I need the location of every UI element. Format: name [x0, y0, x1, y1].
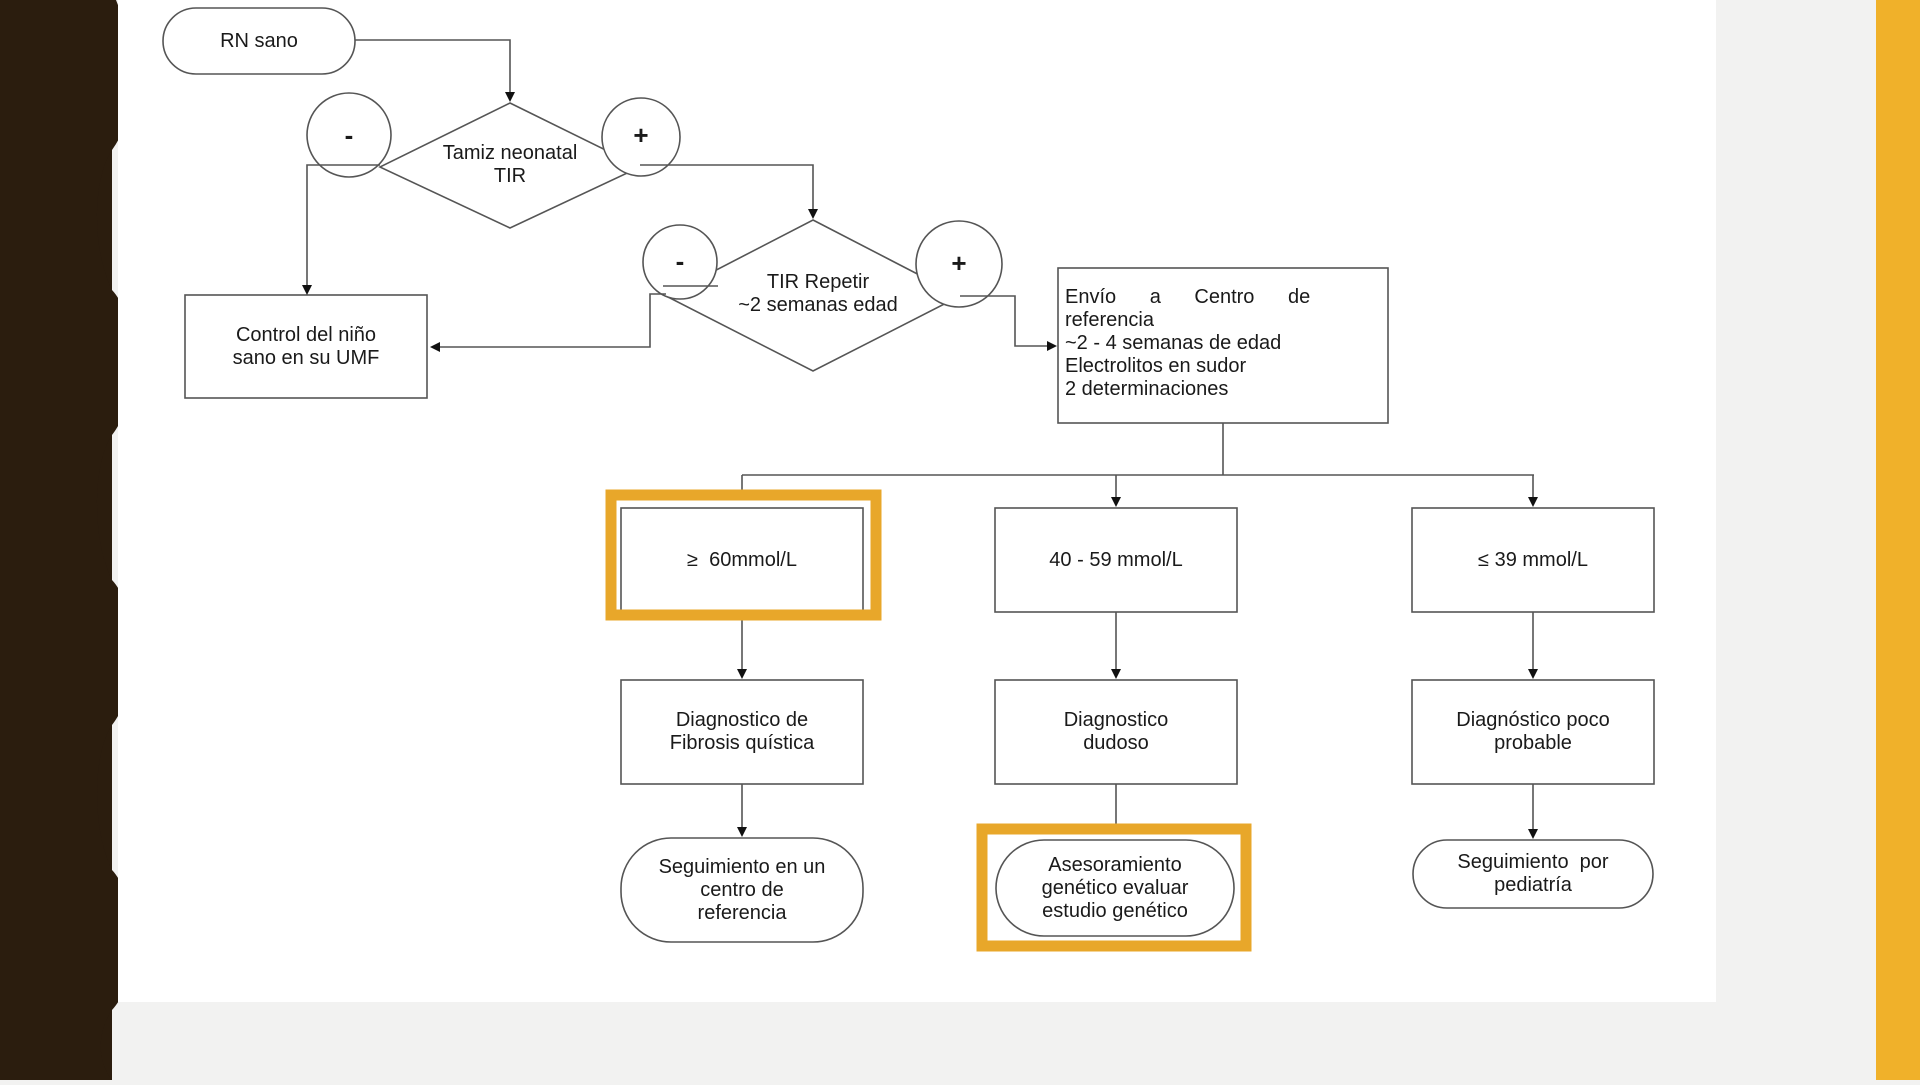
outcome-2: Asesoramiento genético evaluar estudio g…: [996, 840, 1234, 936]
control-box-line2: sano en su UMF: [232, 346, 380, 369]
diagnosis-box-2: Diagnostico dudoso: [995, 680, 1237, 784]
outcome-1-line2: centro de: [700, 878, 784, 901]
result-2-value: 40 - 59 mmol/L: [1049, 548, 1183, 571]
result-box-1-shape: [620, 507, 864, 613]
decision1-line1: Tamiz neonatal: [442, 142, 578, 164]
referral-box-line5: 2 determinaciones: [1065, 378, 1229, 400]
outcome-2-shape: [995, 839, 1235, 937]
decision1-line2: TIR: [493, 165, 527, 187]
referral-box-line2: referencia: [1065, 309, 1154, 331]
diagnosis-box-3: Diagnóstico poco probable: [1412, 680, 1654, 784]
control-box: Control del niño sano en su UMF: [185, 295, 427, 398]
decision2-line2: ~2 semanas edad: [738, 294, 898, 316]
referral-box-shape: [1057, 267, 1389, 424]
referral-box-line4: Electrolitos en sudor: [1065, 355, 1247, 377]
outcome-3-line1: Seguimiento por: [1457, 851, 1609, 873]
outcome-1-shape: [620, 837, 864, 943]
decision2-label: TIR Repetir ~2 semanas edad: [698, 271, 938, 317]
decision2-negative-label: -: [675, 246, 685, 276]
connectors: [302, 39, 1538, 839]
outcome-3-line2: pediatría: [1494, 874, 1572, 896]
decision1-positive-label: +: [633, 120, 649, 150]
result-box-1: ≥ 60mmol/L: [621, 508, 863, 612]
outcome-3-shape: [1412, 839, 1654, 909]
diagnosis-2-line2: dudoso: [1083, 732, 1149, 754]
left-decorative-bar: [0, 0, 134, 1080]
outcome-1-line3: referencia: [697, 901, 787, 924]
result-box-2: 40 - 59 mmol/L: [995, 508, 1237, 612]
slide: RN sano Tamiz neonatal TIR TIR Repetir ~…: [118, 0, 1716, 1002]
result-box-3-shape: [1411, 507, 1655, 613]
result-box-3: ≤ 39 mmol/L: [1412, 508, 1654, 612]
control-box-line1: Control del niño: [235, 323, 377, 346]
diagnosis-box-3-shape: [1411, 679, 1655, 785]
diagnosis-1-line1: Diagnostico de: [675, 709, 809, 731]
scalloped-edge: [0, 0, 134, 1080]
decision2-positive-circle: [915, 220, 1003, 308]
highlight-frame-result-1: [605, 489, 882, 621]
outcome-1: Seguimiento en un centro de referencia: [621, 838, 863, 942]
result-1-value: ≥ 60mmol/L: [687, 548, 797, 571]
decision2-negative-circle: [642, 224, 718, 300]
right-accent-bar: [1876, 0, 1920, 1080]
decision2-line1: TIR Repetir: [766, 271, 870, 293]
highlight-frame-outcome-2: [976, 823, 1252, 952]
start-node-label: RN sano: [220, 29, 298, 52]
diagnosis-3-line1: Diagnóstico poco: [1456, 709, 1610, 731]
flowchart-diagram: [162, 7, 1655, 952]
diagnosis-3-line2: probable: [1494, 732, 1572, 754]
outcome-3: Seguimiento por pediatría: [1413, 840, 1653, 908]
referral-line1-text: Envío a Centro de: [1065, 286, 1311, 308]
decision1-shape: [378, 102, 642, 229]
diagnosis-1-line2: Fibrosis quística: [669, 732, 815, 754]
referral-box: Envío a Centro de referencia ~2 - 4 sema…: [1065, 286, 1381, 401]
decision1-label: Tamiz neonatal TIR: [400, 142, 620, 188]
start-node: RN sano: [163, 8, 355, 74]
outcome-1-line1: Seguimiento en un: [658, 855, 826, 878]
referral-box-line3: ~2 - 4 semanas de edad: [1065, 332, 1282, 354]
diagnosis-box-2-shape: [994, 679, 1238, 785]
outcome-2-line2: genético evaluar: [1041, 876, 1189, 899]
control-box-shape: [184, 294, 428, 399]
diagnosis-box-1: Diagnostico de Fibrosis quística: [621, 680, 863, 784]
decision1-negative-label: -: [344, 120, 354, 150]
result-3-value: ≤ 39 mmol/L: [1478, 548, 1588, 571]
decision2-positive-label: +: [951, 248, 967, 278]
referral-box-line1: Envío a Centro de: [1065, 286, 1381, 309]
outcome-2-line3: estudio genético: [1042, 899, 1188, 922]
start-node-shape: [162, 7, 356, 75]
outcome-2-line1: Asesoramiento: [1048, 853, 1182, 876]
diagnosis-2-line1: Diagnostico: [1063, 709, 1169, 731]
result-box-2-shape: [994, 507, 1238, 613]
decision1-negative-circle: [306, 92, 392, 178]
decision1-positive-circle: [601, 97, 681, 177]
